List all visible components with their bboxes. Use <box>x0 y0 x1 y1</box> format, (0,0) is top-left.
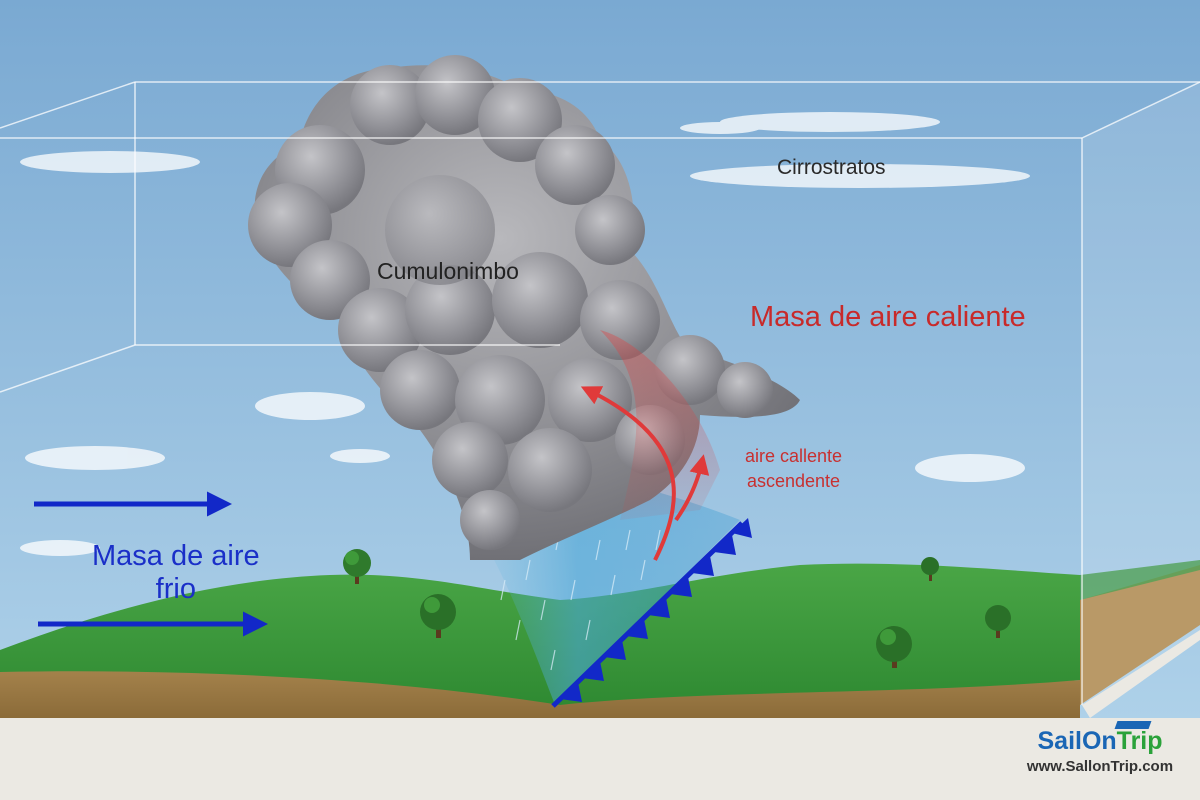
cold-front-triangle-icon <box>692 556 714 576</box>
cold-air-mass-line1: Masa de aire <box>92 540 260 572</box>
soil-layer <box>0 668 1080 720</box>
cold-front-triangle-icon <box>732 518 752 538</box>
logo-name-part1: SailOn <box>1037 727 1117 755</box>
cold-front-triangle-icon <box>648 598 670 618</box>
sailontrip-logo: SailOnTrip www.SallonTrip.com <box>1010 721 1190 775</box>
floor <box>0 718 1200 800</box>
sail-icon <box>1114 721 1152 729</box>
box-side-panel <box>1082 82 1200 705</box>
warm-air-mass-label: Masa de aire caliente <box>750 301 1026 333</box>
perspective-box <box>0 81 1200 705</box>
cold-front-triangle-icon <box>626 619 648 639</box>
cold-front-line <box>551 518 752 708</box>
tree-icon <box>921 557 939 581</box>
cold-front-triangle-icon <box>604 640 626 660</box>
logo-url: www.SallonTrip.com <box>1026 758 1174 775</box>
cold-front-triangle-icon <box>582 661 604 681</box>
tree-icon <box>985 605 1011 638</box>
cold-front-triangle-icon <box>714 535 736 555</box>
curved-arrow-up-icon <box>674 454 710 522</box>
tree-icon <box>420 594 456 638</box>
tree-icon <box>876 626 912 668</box>
side-soil <box>1080 565 1200 705</box>
cirrostratus-label: Cirrostratos <box>777 156 886 179</box>
cold-air-mass-label: Masa de aire frio <box>92 540 260 606</box>
logo-name: SailOnTrip <box>1010 727 1190 756</box>
rising-warm-air-label: aire callente ascendente <box>745 444 842 494</box>
rising-warm-air-line1: aire callente <box>745 446 843 466</box>
cold-air-mass-line2: frio <box>155 573 196 605</box>
tree-icon <box>343 549 371 584</box>
curved-arrow-up-icon <box>580 386 676 561</box>
cirrostratus-clouds <box>20 112 1030 556</box>
cold-front-triangle-icon <box>560 682 582 702</box>
logo-name-part2: Trip <box>1116 727 1163 755</box>
cold-front-triangle-icon <box>670 577 692 597</box>
cumulonimbus-label: Cumulonimbo <box>377 258 519 284</box>
rising-warm-air-line2: ascendente <box>746 471 841 491</box>
